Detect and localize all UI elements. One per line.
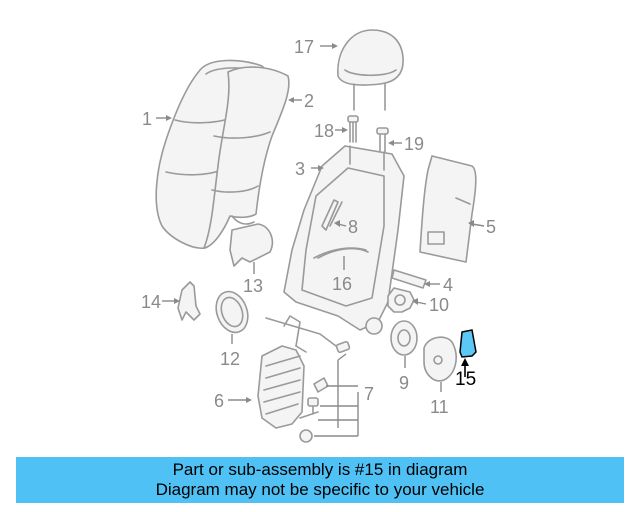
banner-line-2: Diagram may not be specific to your vehi… <box>155 480 485 499</box>
leader-lines <box>156 43 485 403</box>
callout-13: 13 <box>243 276 263 296</box>
callout-19: 19 <box>404 134 424 154</box>
part-15-highlighted <box>459 329 477 377</box>
part-18-guide <box>347 115 359 143</box>
part-19-guide <box>376 127 389 155</box>
callout-4: 4 <box>443 275 453 295</box>
callout-11: 11 <box>430 397 449 417</box>
callout-17: 17 <box>294 37 314 57</box>
part-15-shape <box>459 329 477 358</box>
callout-8: 8 <box>348 217 358 237</box>
callout-2: 2 <box>304 91 314 111</box>
info-banner: Part or sub-assembly is #15 in diagram D… <box>16 457 624 503</box>
part-8-strap <box>321 199 343 231</box>
callout-3: 3 <box>295 159 305 179</box>
callout-6: 6 <box>214 391 224 411</box>
part-10-knob <box>387 287 415 313</box>
part-4-rod <box>391 269 427 289</box>
part-7-hardware <box>299 340 359 443</box>
callout-9: 9 <box>399 373 409 393</box>
callout-15: 15 <box>455 369 476 390</box>
callout-18: 18 <box>314 121 334 141</box>
part-5-panel <box>419 155 477 263</box>
part-16-wire <box>313 247 367 270</box>
callout-16: 16 <box>332 274 352 294</box>
part-13-bracket <box>229 223 274 272</box>
callout-14: 14 <box>141 292 161 312</box>
callout-10: 10 <box>429 295 449 315</box>
banner-line-1: Part or sub-assembly is #15 in diagram <box>172 460 468 479</box>
callout-5: 5 <box>486 217 496 237</box>
part-11-cap <box>423 336 457 392</box>
part-12-round-cover <box>215 290 249 344</box>
callout-1: 1 <box>142 109 152 129</box>
part-14-bracket <box>177 281 201 321</box>
callout-12: 12 <box>220 349 240 369</box>
part-6-cushion-spring <box>257 315 337 429</box>
callout-labels: 17 18 19 1 2 3 8 5 13 16 4 10 14 12 9 7 … <box>141 37 496 417</box>
part-9-handwheel <box>390 320 418 368</box>
part-17-headrest <box>337 29 404 111</box>
part-2-cover <box>203 66 290 249</box>
callout-7: 7 <box>364 384 374 404</box>
